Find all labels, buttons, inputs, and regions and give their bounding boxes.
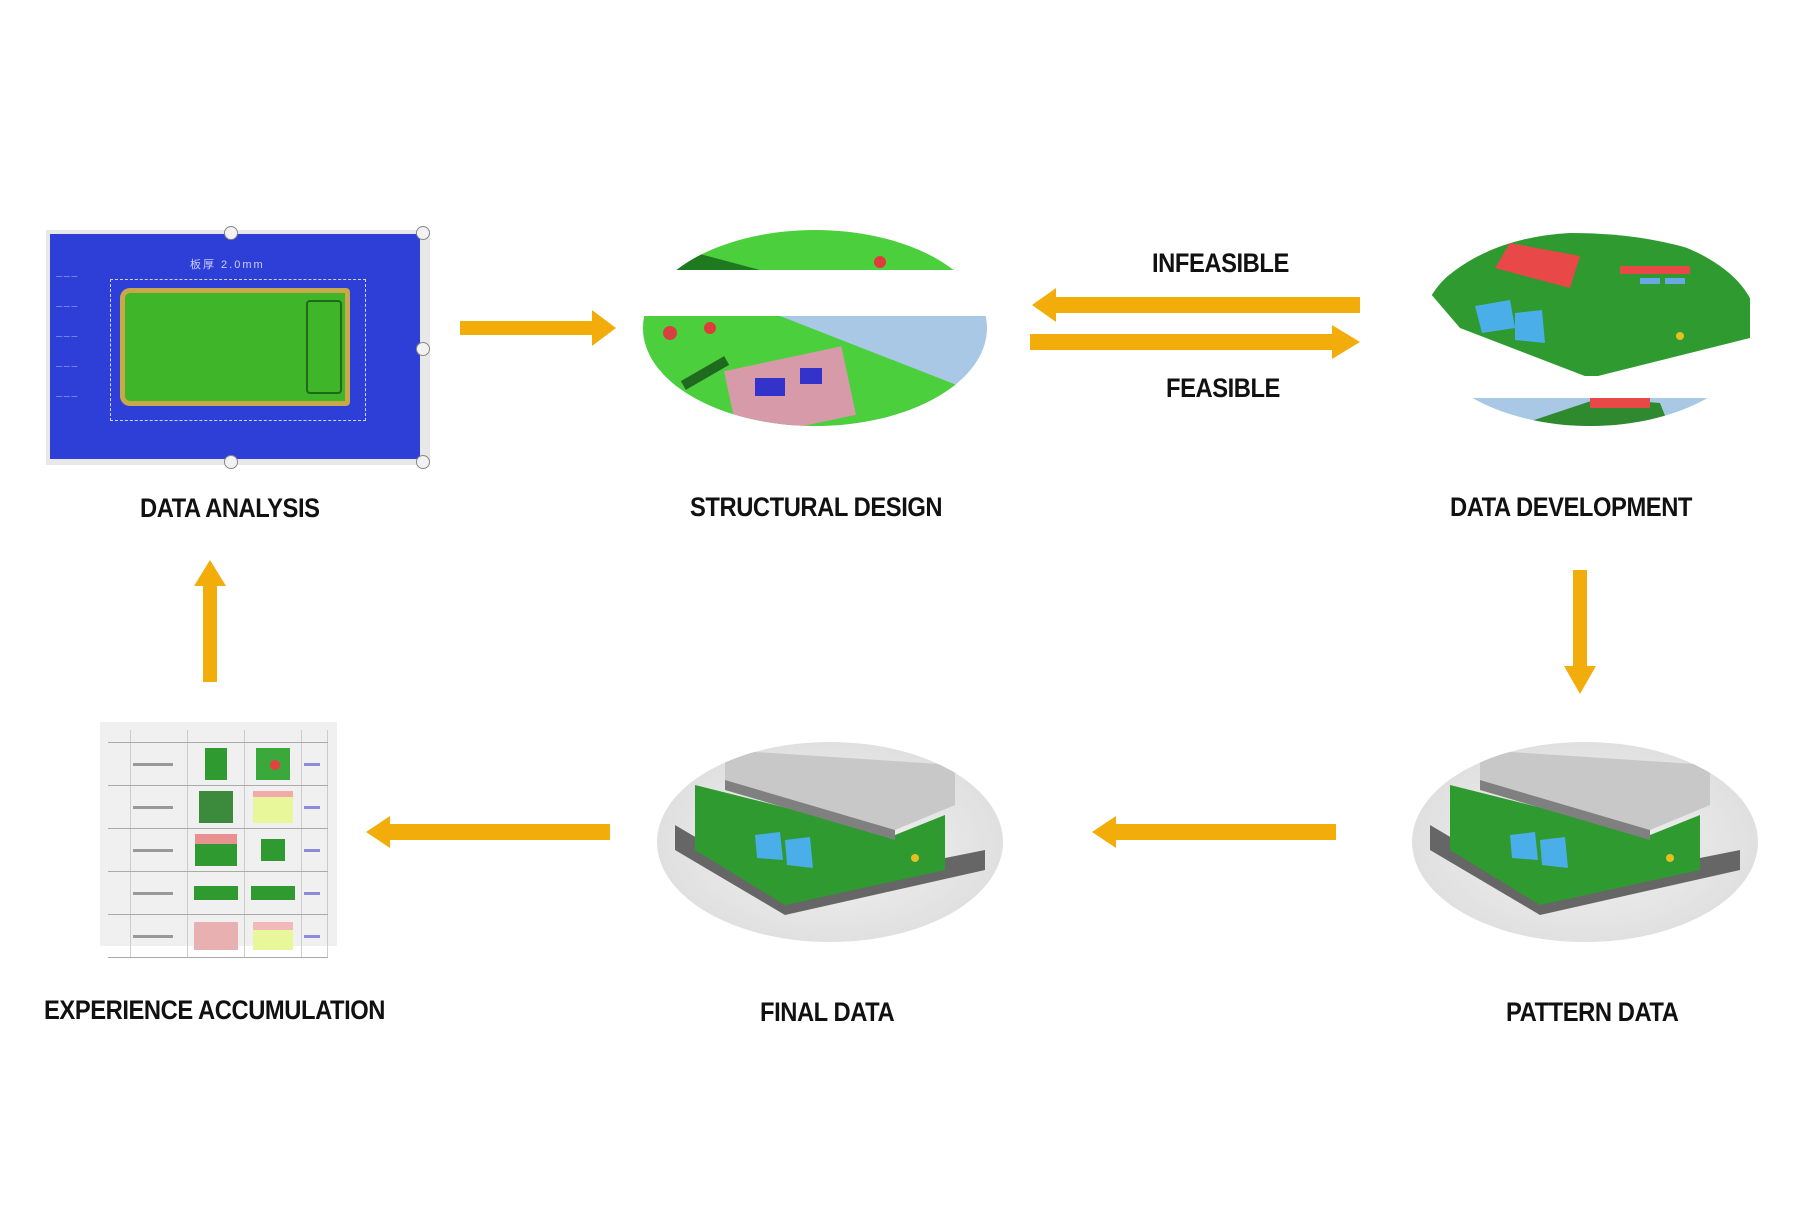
table-row [108, 742, 328, 786]
node-label-final-data: FINAL DATA [760, 997, 895, 1027]
table-row [108, 828, 328, 872]
arrow-left-icon [1032, 288, 1360, 322]
part-inner-outline [306, 300, 342, 394]
table-row [108, 871, 328, 915]
resize-handle [224, 455, 238, 469]
annotation: — — — [56, 274, 78, 280]
part-surface [120, 288, 350, 406]
table-row [108, 785, 328, 829]
arrow-left-icon [1092, 816, 1336, 848]
node-label-data-analysis: DATA ANALYSIS [140, 493, 320, 523]
mold-model [695, 785, 945, 905]
arrow-down-icon [1564, 570, 1596, 694]
node-label-structural-design: STRUCTURAL DESIGN [690, 492, 943, 522]
cad-panel-background: 板厚 2.0mm — — — — — — — — — — — — — — — [50, 234, 420, 459]
node-label-pattern-data: PATTERN DATA [1506, 997, 1679, 1027]
dashed-boundary [110, 279, 366, 421]
node-label-data-development: DATA DEVELOPMENT [1450, 492, 1692, 522]
node-label-experience-accumulation: EXPERIENCE ACCUMULATION [44, 995, 386, 1025]
edge-label-feasible: FEASIBLE [1166, 373, 1280, 403]
resize-handle [416, 226, 430, 240]
panel-title: 板厚 2.0mm [190, 259, 265, 271]
edge-label-infeasible: INFEASIBLE [1152, 248, 1289, 278]
resize-handle [416, 342, 430, 356]
data-development-image [1420, 233, 1760, 426]
structural-design-image [640, 230, 990, 426]
arrow-right-icon [1030, 325, 1360, 359]
annotation: — — — [56, 334, 78, 340]
annotation: — — — [56, 304, 78, 310]
data-analysis-image: 板厚 2.0mm — — — — — — — — — — — — — — — [46, 226, 430, 469]
arrow-right-icon [460, 310, 616, 346]
resize-handle [224, 226, 238, 240]
pattern-data-image [1412, 742, 1758, 942]
final-data-image [657, 742, 1003, 942]
arrow-left-icon [366, 816, 610, 848]
annotation: — — — [56, 364, 78, 370]
experience-accumulation-image [100, 722, 337, 958]
resize-handle [416, 455, 430, 469]
arrow-up-icon [194, 560, 226, 682]
case-table [108, 730, 328, 958]
table-row [108, 914, 328, 958]
annotation: — — — [56, 394, 78, 400]
mold-model [1450, 785, 1700, 905]
